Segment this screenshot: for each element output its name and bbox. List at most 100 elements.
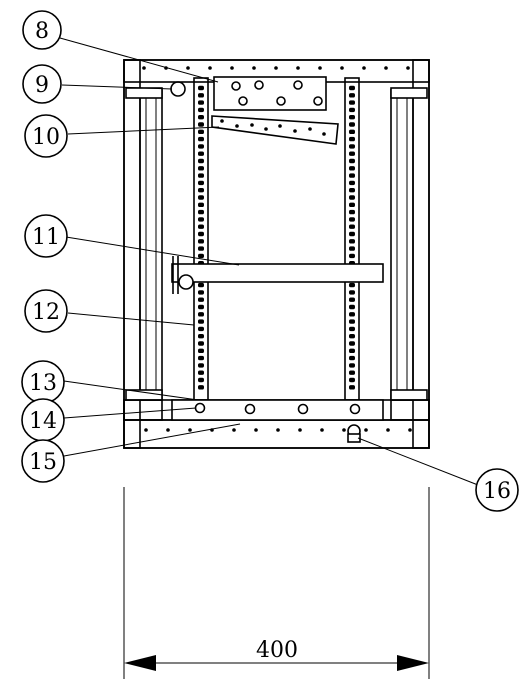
callout-13-label: 13 (29, 371, 57, 396)
mounting-hole (384, 66, 388, 70)
rail-slot (198, 348, 204, 353)
rail-slot (349, 217, 355, 222)
rail-slot (349, 129, 355, 134)
part-16-bolt (347, 424, 361, 443)
rail-slot (349, 180, 355, 186)
rail-slot (198, 158, 204, 164)
part-15-bottom-rail-holes (144, 428, 412, 432)
rail-slot (198, 195, 204, 200)
rail-slot (198, 239, 204, 244)
rail-slot (349, 224, 355, 229)
rail-slot (349, 290, 355, 295)
rail-slot (349, 202, 355, 207)
rail-slot (198, 304, 204, 310)
mounting-hole (230, 66, 234, 70)
rail-slot (349, 144, 355, 149)
rail-slot (349, 319, 355, 324)
rail-slot (198, 202, 204, 207)
mounting-hole (406, 66, 410, 70)
mounting-hole (188, 428, 192, 432)
rail-slot (198, 209, 204, 215)
callout-10: 10 (24, 114, 68, 158)
rail-slot (198, 231, 204, 237)
callout-9: 9 (22, 64, 62, 104)
rail-slot (349, 355, 355, 361)
callout-12-label: 12 (32, 300, 60, 325)
rail-slot (198, 115, 204, 120)
rail-slot (349, 166, 355, 171)
mounting-hole (320, 428, 324, 432)
mounting-hole (308, 127, 312, 131)
rail-slot (349, 363, 355, 368)
mounting-hole (386, 428, 390, 432)
rail-slot (349, 312, 355, 317)
callout-8: 8 (22, 10, 62, 50)
rail-slot (198, 253, 204, 259)
callout-15-label: 15 (29, 450, 57, 475)
rail-slot (198, 129, 204, 134)
rail-slot (349, 370, 355, 375)
mounting-hole (298, 428, 302, 432)
mounting-hole (362, 66, 366, 70)
rail-slot (349, 246, 355, 251)
rail-slot (198, 144, 204, 149)
rail-slot (198, 107, 204, 113)
mounting-hole (340, 66, 344, 70)
rail-slot (349, 107, 355, 113)
mounting-hole (250, 123, 254, 127)
rail-slot (198, 173, 204, 178)
rail-slot (198, 377, 204, 383)
callout-12: 12 (24, 289, 68, 333)
rail-slot (349, 304, 355, 310)
rail-slot (349, 136, 355, 142)
part-11-shelf-bar (171, 256, 384, 294)
rail-slot (198, 151, 204, 156)
rail-slot (198, 180, 204, 186)
rail-slot (349, 158, 355, 164)
width-dimension: 400 (123, 487, 430, 679)
dimension-arrow-right (397, 655, 429, 671)
mounting-hole (276, 428, 280, 432)
rail-slot (349, 239, 355, 244)
rail-slot (198, 341, 204, 346)
mounting-hole (278, 124, 282, 128)
mounting-hole (252, 66, 256, 70)
mounting-hole (208, 66, 212, 70)
rail-slot (198, 326, 204, 332)
rail-slot (349, 377, 355, 383)
rail-slot (198, 188, 204, 193)
right-mounting-rail (344, 77, 360, 401)
mounting-hole (408, 428, 412, 432)
rail-slot (198, 93, 204, 98)
rail-slot (349, 122, 355, 127)
rail-slot (349, 231, 355, 237)
mounting-hole (293, 129, 297, 133)
dimension-value: 400 (256, 638, 298, 663)
rail-slot (349, 326, 355, 332)
rail-slot (349, 173, 355, 178)
mounting-hole (274, 66, 278, 70)
mounting-hole (166, 428, 170, 432)
callout-16-label: 16 (483, 479, 511, 504)
mounting-hole (318, 66, 322, 70)
part-10-angled-bracket (211, 115, 339, 145)
rail-slot (349, 151, 355, 156)
rail-slot (198, 246, 204, 251)
mounting-hole (342, 428, 346, 432)
callout-14: 14 (21, 398, 65, 442)
callout-13: 13 (21, 360, 65, 404)
callout-8-label: 8 (35, 19, 49, 44)
rail-slot (349, 115, 355, 120)
mounting-hole (186, 66, 190, 70)
rail-slot (198, 370, 204, 375)
rail-slot (349, 348, 355, 353)
part-12-left-mounting-rail (193, 77, 209, 401)
callout-11: 11 (24, 214, 68, 258)
callout-15: 15 (21, 439, 65, 483)
callout-10-label: 10 (32, 125, 60, 150)
mounting-hole (254, 428, 258, 432)
rail-slot (198, 122, 204, 127)
part-13-bottom-bar (171, 399, 384, 421)
mounting-hole (220, 119, 224, 123)
rail-slot (198, 224, 204, 229)
